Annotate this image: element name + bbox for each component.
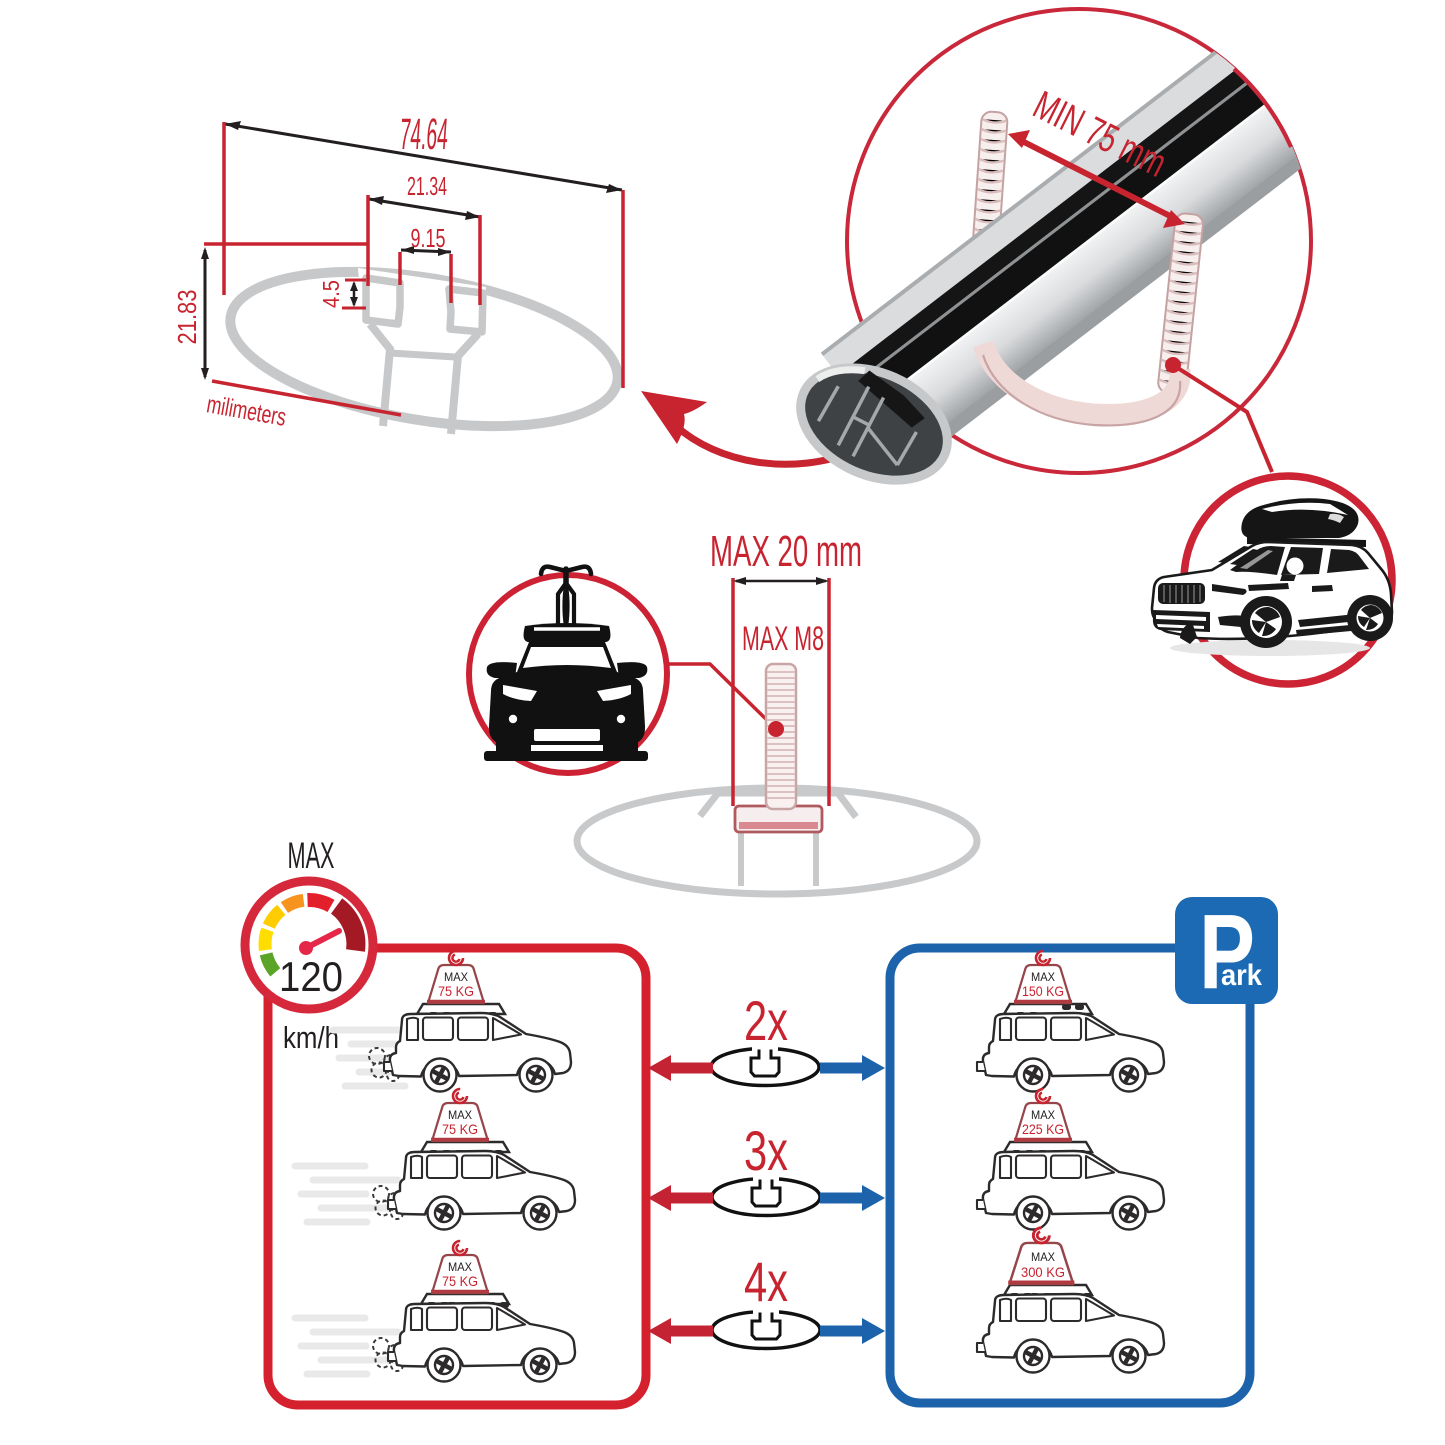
svg-text:km/h: km/h [283,1020,339,1055]
svg-text:MAX M8: MAX M8 [742,620,824,658]
svg-text:9.15: 9.15 [411,223,446,253]
svg-text:ark: ark [1221,959,1262,992]
svg-text:120: 120 [279,953,343,1000]
svg-text:75 KG: 75 KG [438,983,474,999]
svg-text:MAX: MAX [1031,1250,1055,1264]
svg-text:150 KG: 150 KG [1022,983,1064,999]
svg-text:4x: 4x [744,1250,788,1313]
svg-text:MAX: MAX [288,835,335,876]
svg-text:4.5: 4.5 [318,280,344,308]
svg-text:225 KG: 225 KG [1022,1121,1064,1137]
svg-text:MAX: MAX [448,1260,472,1274]
svg-text:3x: 3x [744,1119,788,1182]
svg-text:P: P [1199,893,1255,1011]
svg-text:75 KG: 75 KG [442,1273,478,1289]
svg-text:MAX: MAX [448,1108,472,1122]
svg-text:MAX: MAX [1031,970,1055,984]
svg-text:75 KG: 75 KG [442,1121,478,1137]
svg-text:21.34: 21.34 [407,171,447,201]
svg-text:MAX: MAX [1031,1108,1055,1122]
svg-text:21.83: 21.83 [172,290,202,345]
svg-text:MAX 20 mm: MAX 20 mm [710,527,862,576]
svg-text:2x: 2x [744,989,788,1052]
svg-text:MAX: MAX [444,970,468,984]
svg-text:300 KG: 300 KG [1021,1264,1065,1280]
svg-text:74.64: 74.64 [398,110,449,159]
